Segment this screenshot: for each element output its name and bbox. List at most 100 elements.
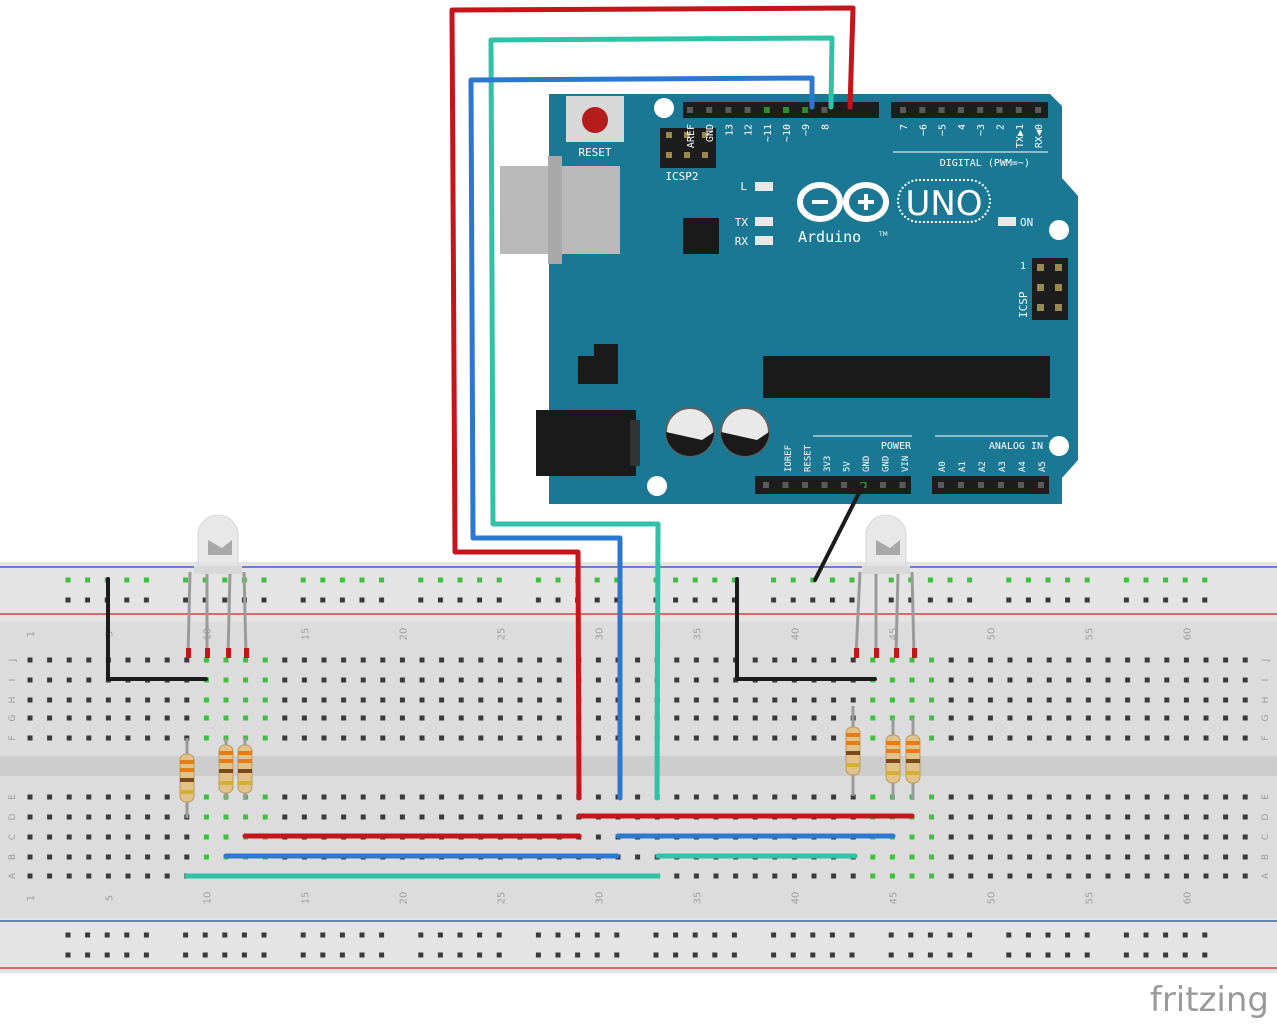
breadboard-hole: [1144, 735, 1150, 741]
breadboard-hole: [733, 735, 739, 741]
breadboard-hole: [870, 854, 876, 860]
breadboard-hole: [1066, 697, 1072, 703]
breadboard-hole: [497, 677, 503, 683]
breadboard-hole: [595, 697, 601, 703]
breadboard-hole: [86, 715, 92, 721]
breadboard-hole: [1183, 814, 1189, 820]
analog-pin-label: A5: [1038, 461, 1048, 472]
rail-hole: [143, 932, 149, 938]
breadboard-hole: [27, 873, 33, 879]
breadboard-hole: [1144, 854, 1150, 860]
breadboard-hole: [968, 735, 974, 741]
rail-hole: [261, 577, 267, 583]
rail-hole: [555, 597, 561, 603]
rail-hole: [457, 597, 463, 603]
rail-hole: [437, 577, 443, 583]
breadboard-hole: [497, 814, 503, 820]
breadboard-hole: [811, 873, 817, 879]
led-on: [998, 217, 1016, 226]
header-pin: [899, 482, 906, 488]
breadboard-hole: [223, 677, 229, 683]
breadboard-hole: [439, 794, 445, 800]
breadboard-hole: [203, 735, 209, 741]
breadboard-hole: [262, 715, 268, 721]
breadboard-hole: [458, 657, 464, 663]
breadboard-hole: [517, 735, 523, 741]
digital-pin-label: GND: [705, 124, 716, 142]
breadboard-hole: [1007, 873, 1013, 879]
breadboard-hole: [556, 677, 562, 683]
rail-hole: [1065, 932, 1071, 938]
breadboard-hole: [360, 715, 366, 721]
breadboard-hole: [674, 677, 680, 683]
breadboard-hole: [341, 814, 347, 820]
breadboard-hole: [1046, 697, 1052, 703]
breadboard-hole: [1203, 715, 1209, 721]
breadboard-hole: [674, 873, 680, 879]
rail-hole: [555, 932, 561, 938]
breadboard-hole: [909, 657, 915, 663]
breadboard-hole: [811, 715, 817, 721]
rail-hole: [908, 952, 914, 958]
breadboard-hole: [282, 697, 288, 703]
breadboard-hole: [380, 794, 386, 800]
breadboard-hole: [1105, 677, 1111, 683]
breadboard-hole: [86, 697, 92, 703]
rail-hole: [1025, 932, 1031, 938]
breadboard-hole: [1085, 677, 1091, 683]
breadboard-hole: [929, 834, 935, 840]
rail-hole: [790, 597, 796, 603]
column-number: 50: [986, 892, 997, 905]
rail-hole: [771, 577, 777, 583]
breadboard-hole: [66, 715, 72, 721]
breadboard-hole: [223, 715, 229, 721]
breadboard-hole: [1183, 657, 1189, 663]
breadboard-hole: [909, 677, 915, 683]
breadboard-hole: [772, 735, 778, 741]
power-pin-label: IOREF: [784, 445, 794, 472]
breadboard-hole: [380, 697, 386, 703]
rail-hole: [124, 577, 130, 583]
breadboard-hole: [1164, 854, 1170, 860]
breadboard-hole: [301, 715, 307, 721]
header-pin: [783, 107, 789, 113]
rail-hole: [143, 952, 149, 958]
analog-pin-label: A3: [998, 461, 1008, 472]
breadboard-hole: [321, 715, 327, 721]
power-pin-label: RESET: [804, 444, 814, 472]
breadboard-hole: [791, 794, 797, 800]
breadboard-hole: [831, 794, 837, 800]
breadboard-hole: [556, 794, 562, 800]
breadboard-hole: [399, 814, 405, 820]
breadboard-hole: [27, 697, 33, 703]
breadboard-hole: [968, 854, 974, 860]
breadboard-hole: [66, 814, 72, 820]
breadboard-hole: [987, 873, 993, 879]
breadboard-hole: [282, 677, 288, 683]
breadboard-hole: [458, 735, 464, 741]
rail-hole: [927, 932, 933, 938]
rail-hole: [1025, 597, 1031, 603]
rail-hole: [418, 577, 424, 583]
rail-hole: [790, 952, 796, 958]
breadboard-hole: [223, 834, 229, 840]
breadboard-hole: [517, 657, 523, 663]
column-number: 1: [26, 895, 37, 901]
breadboard-hole: [929, 854, 935, 860]
breadboard-hole: [713, 657, 719, 663]
header-pin: [977, 107, 984, 113]
rail-hole: [437, 932, 443, 938]
breadboard-hole: [831, 657, 837, 663]
breadboard-hole: [1164, 735, 1170, 741]
row-letter: E: [8, 794, 18, 800]
wire-gnd-black: [813, 483, 865, 582]
rail-hole: [1202, 597, 1208, 603]
breadboard-hole: [1085, 834, 1091, 840]
breadboard-hole: [929, 715, 935, 721]
digital-pin-label: TX▶1: [1015, 124, 1026, 148]
breadboard-hole: [380, 715, 386, 721]
breadboard-hole: [1027, 854, 1033, 860]
fritzing-brand: fritzing: [1149, 980, 1269, 1020]
rail-hole: [379, 952, 385, 958]
